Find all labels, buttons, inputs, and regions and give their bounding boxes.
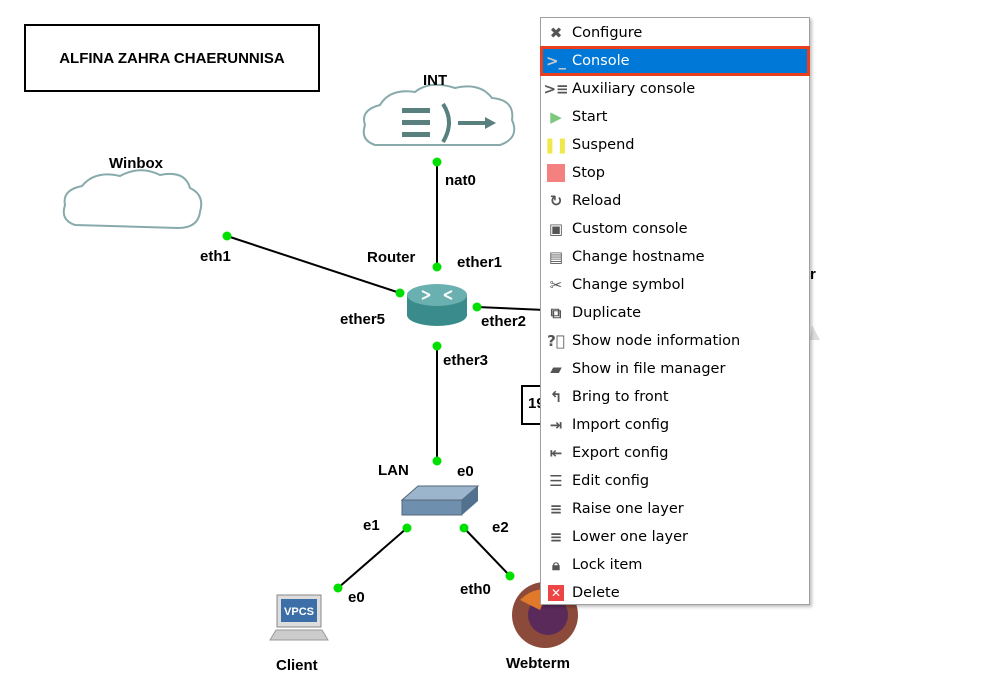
hidden-node-partial [810,325,820,340]
menu-item-custom-console[interactable]: ▣Custom console [541,215,809,243]
stop-icon [546,163,566,183]
links [226,162,546,589]
client-vpcs-icon[interactable]: VPCS [269,594,329,641]
menu-item-show-node-information[interactable]: ?⃝Show node information [547,332,741,350]
node-label-winbox: Winbox [109,155,164,172]
node-label-int: INT [423,72,448,89]
bring-front-icon: ↰ [549,388,563,406]
menu-item-change-hostname[interactable]: ▤Change hostname [541,243,809,271]
menu-item-delete[interactable]: ✕Delete [541,579,809,607]
vpcs-screen-text: VPCS [284,606,314,618]
port-e2: e2 [492,519,509,536]
menu-item-stop[interactable]: Stop [541,159,809,187]
menu-item-edit-config[interactable]: ☰Edit config [541,467,809,495]
symbol-icon: ✂ [549,276,563,294]
hostname-icon: ▤ [548,248,564,266]
link-router-ether2[interactable] [476,306,546,311]
menu-item-export-config[interactable]: ⇤Export config [541,439,809,467]
router-icon[interactable] [407,284,467,326]
menu-item-show-in-file-manager[interactable]: ▰Show in file manager [541,355,809,383]
wrench-icon: ✖ [549,24,563,42]
export-icon: ⇤ [549,444,563,462]
port-client-e0: e0 [348,589,365,606]
custom-console-icon: ▣ [548,220,564,238]
node-label-lan: LAN [378,462,409,479]
menu-item-bring-to-front[interactable]: ↰Bring to front [541,383,809,411]
menu-item-reload[interactable]: ↻Reload [541,187,809,215]
port-ether5: ether5 [340,311,386,328]
pause-icon: ❚❚ [543,136,569,154]
int-cloud[interactable] [362,83,516,146]
menu-item-raise-one-layer[interactable]: ≡Raise one layer [541,495,809,523]
menu-item-duplicate[interactable]: ⧉Duplicate [541,299,809,327]
menu-item-configure[interactable]: ✖Configure [541,19,809,47]
edit-config-icon: ☰ [549,472,563,490]
port-eth0: eth0 [460,581,491,598]
lower-layer-icon: ≡ [549,528,563,546]
menu-item-auxiliary-console[interactable]: >≡Auxiliary console [543,80,696,98]
port-ether3: ether3 [443,352,489,369]
delete-icon: ✕ [546,583,566,603]
lock-icon: 🔒︎ [552,556,560,574]
play-icon: ▶ [550,108,562,126]
link-lan-webterm[interactable] [463,527,511,577]
context-menu: ✖Configure >_Console >≡Auxiliary console… [540,17,810,605]
menu-item-start[interactable]: ▶Start [541,103,809,131]
duplicate-icon: ⧉ [550,304,562,322]
port-dots [222,157,515,593]
port-ether2: ether2 [481,313,527,330]
node-label-webterm: Webterm [506,655,570,672]
title-note[interactable]: ALFINA ZAHRA CHAERUNNISA [24,24,320,92]
menu-item-console[interactable]: >_Console [540,46,810,76]
port-e1: e1 [363,517,380,534]
port-eth1: eth1 [200,248,231,265]
lan-switch-icon[interactable] [400,485,480,516]
aux-terminal-icon: >≡ [543,80,569,98]
port-nat0: nat0 [445,172,476,189]
winbox-cloud[interactable] [62,169,203,230]
import-icon: ⇥ [549,416,563,434]
terminal-icon: >_ [545,52,567,70]
menu-item-change-symbol[interactable]: ✂Change symbol [541,271,809,299]
menu-item-suspend[interactable]: ❚❚Suspend [543,136,635,154]
folder-icon: ▰ [550,360,562,378]
raise-layer-icon: ≡ [549,500,563,518]
node-label-client: Client [276,657,318,674]
hidden-node-label-partial: r [810,266,816,283]
menu-item-lower-one-layer[interactable]: ≡Lower one layer [541,523,809,551]
port-lan-e0: e0 [457,463,474,480]
link-lan-client[interactable] [337,527,408,589]
question-icon: ?⃝ [547,332,565,350]
menu-item-import-config[interactable]: ⇥Import config [541,411,809,439]
link-winbox-router[interactable] [226,235,401,294]
port-ether1: ether1 [457,254,503,271]
node-label-router: Router [367,249,416,266]
reload-icon: ↻ [549,192,563,210]
menu-item-lock-item[interactable]: 🔒︎Lock item [541,551,809,579]
